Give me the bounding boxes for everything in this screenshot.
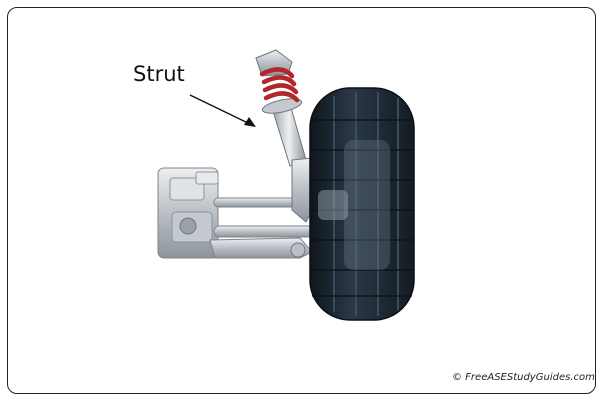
strut-label: Strut: [133, 62, 185, 86]
strut: [255, 49, 319, 223]
copyright-credit: © FreeASEStudyGuides.com: [452, 372, 595, 383]
subframe: [157, 167, 219, 259]
callout-arrow: [189, 94, 256, 127]
coil-spring: [259, 67, 300, 103]
hub: [318, 190, 348, 220]
wheel-tire: [309, 87, 415, 321]
lower-control-arm: [209, 237, 313, 259]
brake-rotor: [344, 140, 390, 270]
